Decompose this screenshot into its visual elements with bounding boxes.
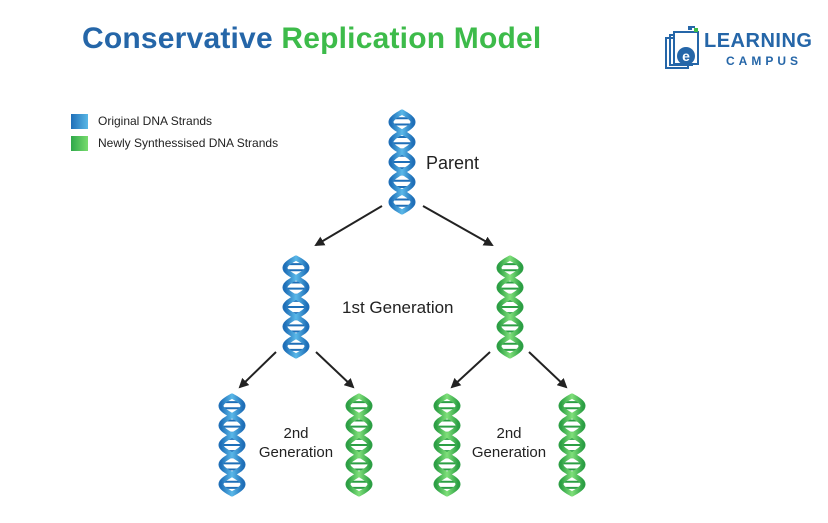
dna-helix-gen1-original xyxy=(282,255,310,359)
title-part-conservative: Conservative xyxy=(82,22,273,55)
helix-strand-a xyxy=(282,255,310,359)
legend-label-original: Original DNA Strands xyxy=(98,114,213,128)
logo-learning-text: LEARNING xyxy=(704,30,813,52)
helix-strand-a xyxy=(218,393,246,497)
label-second-generation-right-line1: 2nd xyxy=(496,425,521,442)
label-first-generation: 1st Generation xyxy=(342,298,454,317)
arrow-gen1-left-to-gen2-b xyxy=(315,351,355,389)
arrow-gen1-right-to-gen2-c xyxy=(450,351,491,389)
arrow-parent-to-gen1-right xyxy=(422,205,494,246)
legend-label-new: Newly Synthessised DNA Strands xyxy=(98,136,279,150)
dna-helix-gen2-new-b xyxy=(433,393,461,497)
arrow-gen1-right-to-gen2-d xyxy=(528,351,568,389)
legend: Original DNA Strands Newly Synthessised … xyxy=(71,111,278,155)
arrow-parent-to-gen1-left xyxy=(314,205,383,247)
helix-strand-a xyxy=(388,109,416,215)
legend-item-new: Newly Synthessised DNA Strands xyxy=(71,133,278,153)
helix-strand-a xyxy=(345,393,373,497)
label-second-generation-left-line1: 2nd xyxy=(283,425,308,442)
label-parent: Parent xyxy=(426,153,479,173)
logo-e-letter: e xyxy=(682,48,690,64)
label-second-generation-left-line2: Generation xyxy=(259,444,333,461)
book-logo-icon: e xyxy=(665,26,699,69)
dna-helix-gen2-new-a xyxy=(345,393,373,497)
helix-strand-a xyxy=(558,393,586,497)
dna-helix-gen2-new-c xyxy=(558,393,586,497)
legend-swatch-blue xyxy=(71,113,88,129)
dna-helix-gen2-original xyxy=(218,393,246,497)
helix-strand-a xyxy=(433,393,461,497)
label-second-generation-right-line2: Generation xyxy=(472,444,546,461)
helix-strand-b xyxy=(558,393,586,497)
helix-strand-b xyxy=(282,255,310,359)
title-part-replication-model: Replication Model xyxy=(281,22,542,55)
dna-helix-gen1-new xyxy=(496,255,524,359)
dna-helix-parent xyxy=(388,109,416,215)
helix-strand-a xyxy=(496,255,524,359)
helix-strand-b xyxy=(218,393,246,497)
helix-strand-b xyxy=(433,393,461,497)
logo-campus-text: CAMPUS xyxy=(726,54,803,68)
helix-strand-b xyxy=(496,255,524,359)
page-title: Conservative Replication Model xyxy=(82,22,541,56)
elearning-campus-logo: e LEARNING CAMPUS xyxy=(664,26,812,74)
arrow-gen1-left-to-gen2-a xyxy=(238,351,277,389)
legend-item-original: Original DNA Strands xyxy=(71,111,278,131)
helix-strand-b xyxy=(388,109,416,215)
legend-swatch-green xyxy=(71,135,88,151)
helix-strand-b xyxy=(345,393,373,497)
